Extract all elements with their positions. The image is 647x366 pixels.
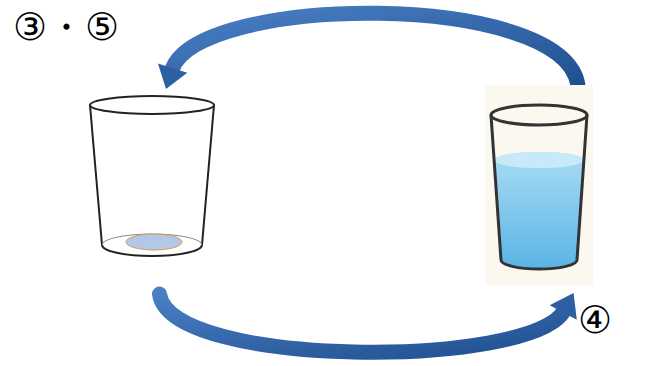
glass-illustration [88, 95, 218, 270]
arrow-shaft [160, 294, 565, 352]
callout-number: ③・⑤ [13, 5, 119, 49]
callout-number: ④ [578, 298, 612, 342]
glass-node: ③・⑤ [88, 95, 218, 270]
glass-node: ④ [485, 85, 593, 285]
glass-illustration [485, 85, 593, 285]
arrow-shaft [172, 13, 578, 85]
curved-arrow [158, 13, 578, 89]
arrow-head [158, 63, 187, 89]
arrow-head [550, 293, 577, 320]
curved-arrow [160, 293, 577, 352]
